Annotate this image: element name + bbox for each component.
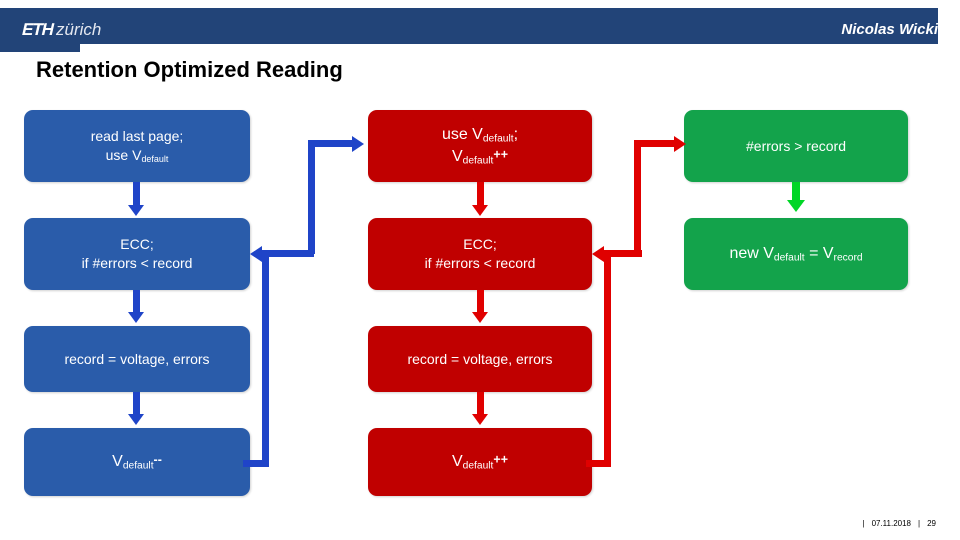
- node-line-1-sub: default: [482, 133, 514, 145]
- node-line-2: Vdefault++: [452, 451, 508, 473]
- connector-red-down-2: [477, 290, 484, 315]
- connector-red-to-green-top: [634, 140, 678, 147]
- node-line-2-post: ++: [493, 147, 508, 162]
- arrowhead-blue-down-3: [128, 414, 144, 425]
- node-line-2-sub2: record: [833, 252, 863, 264]
- node-line-2-sub: default: [773, 252, 805, 264]
- connector-red-down-3: [477, 392, 484, 417]
- eth-logo-light: zürich: [56, 20, 102, 39]
- node-record-red[interactable]: record = voltage, errors: [368, 326, 592, 392]
- arrowhead-green-down-1: [787, 200, 805, 212]
- node-line-2-sub: default: [141, 153, 169, 164]
- node-read-last-page[interactable]: read last page; use Vdefault: [24, 110, 250, 182]
- node-ecc-check-blue[interactable]: ECC; if #errors < record: [24, 218, 250, 290]
- node-line-1: #errors > record: [746, 137, 846, 154]
- node-vdefault-decrement[interactable]: Vdefault--: [24, 428, 250, 496]
- node-line-2: Vdefault++: [442, 146, 518, 168]
- arrowhead-red-to-green: [674, 136, 686, 152]
- arrowhead-red-down-3: [472, 414, 488, 425]
- arrowhead-red-return: [592, 246, 604, 262]
- node-line-2-pre: V: [112, 453, 123, 471]
- node-line-2-post: ++: [493, 452, 508, 467]
- footer-separator-1: |: [862, 519, 865, 528]
- connector-red-riser: [634, 140, 641, 254]
- node-line-2: Vdefault--: [112, 451, 162, 473]
- connector-blue-down-1: [133, 182, 140, 209]
- node-line-2-pre: use V: [105, 147, 142, 163]
- node-line-2-sub: default: [462, 460, 494, 472]
- node-use-vdefault-increment[interactable]: use Vdefault; Vdefault++: [368, 110, 592, 182]
- node-line-2: if #errors < record: [424, 255, 536, 271]
- connector-blue-down-3: [133, 392, 140, 417]
- arrowhead-blue-down-2: [128, 312, 144, 323]
- node-line-1-pre: use V: [441, 126, 483, 144]
- header-band: [0, 8, 938, 44]
- node-line-1: ECC;: [120, 236, 154, 253]
- node-line-2-pre: V: [452, 148, 463, 165]
- arrowhead-red-down-2: [472, 312, 488, 323]
- node-line-2-sub: default: [122, 460, 154, 472]
- arrowhead-red-down-1: [472, 205, 488, 216]
- node-ecc-check-red[interactable]: ECC; if #errors < record: [368, 218, 592, 290]
- node-record-blue[interactable]: record = voltage, errors: [24, 326, 250, 392]
- author-name: Nicolas Wicki: [841, 21, 938, 38]
- arrowhead-blue-to-red: [352, 136, 364, 152]
- connector-red-feedback-bottom: [586, 460, 611, 467]
- eth-logo: ETH zürich: [21, 20, 102, 40]
- node-line-2-mid: = V: [804, 245, 834, 263]
- connector-red-feedback-riser: [604, 253, 611, 467]
- node-line-1: ECC;: [463, 236, 497, 253]
- node-line-1-post: ;: [513, 126, 519, 144]
- node-line-2: if #errors < record: [81, 255, 193, 271]
- arrowhead-blue-down-1: [128, 205, 144, 216]
- node-line-1: record = voltage, errors: [64, 350, 210, 367]
- connector-blue-riser: [308, 140, 315, 254]
- footer-separator-2: |: [918, 519, 921, 528]
- connector-blue-down-2: [133, 290, 140, 315]
- eth-logo-bold: ETH: [21, 20, 54, 39]
- node-line-1: read last page;: [90, 128, 184, 145]
- footer-page-number: 29: [927, 519, 936, 528]
- node-errors-greater-than-record[interactable]: #errors > record: [684, 110, 908, 182]
- node-line-2: new Vdefault = Vrecord: [729, 243, 862, 265]
- node-line-2: use Vdefault: [91, 146, 184, 165]
- node-line-2-sub: default: [462, 155, 494, 167]
- node-line-2-pre: V: [452, 453, 463, 471]
- footer: | 07.11.2018 | 29: [862, 519, 936, 528]
- node-new-vdefault-equals-vrecord[interactable]: new Vdefault = Vrecord: [684, 218, 908, 290]
- connector-red-down-1: [477, 182, 484, 209]
- node-line-1: record = voltage, errors: [407, 350, 553, 367]
- node-line-2-post: --: [153, 452, 162, 467]
- node-line-1: use Vdefault;: [442, 124, 518, 146]
- connector-red-return-h: [604, 250, 642, 257]
- page-title: Retention Optimized Reading: [36, 57, 343, 82]
- node-vdefault-increment[interactable]: Vdefault++: [368, 428, 592, 496]
- node-line-2-pre: new V: [729, 245, 774, 263]
- arrowhead-blue-return: [250, 246, 262, 262]
- connector-blue-to-red-top: [308, 140, 356, 147]
- connector-blue-return-h: [262, 250, 314, 257]
- header-notch: [0, 44, 80, 52]
- footer-date: 07.11.2018: [871, 519, 912, 528]
- connector-blue-feedback-bottom: [243, 460, 269, 467]
- connector-green-down-1: [792, 182, 800, 204]
- connector-blue-feedback-riser: [262, 253, 269, 467]
